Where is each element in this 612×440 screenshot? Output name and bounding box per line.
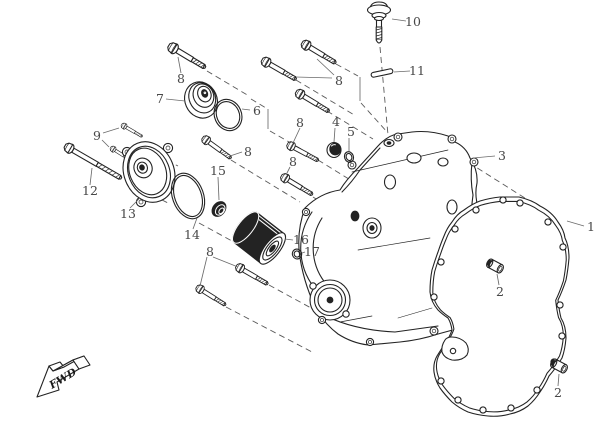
bolt-8-b — [259, 54, 300, 85]
bolt-8-c — [299, 37, 339, 68]
dowel-pin-lower — [550, 358, 568, 374]
pin-11 — [370, 68, 394, 78]
bolt-8-a — [165, 40, 209, 73]
callout-17: 17 — [304, 244, 320, 259]
gasket-bolt-holes — [430, 196, 567, 414]
o-ring-5 — [343, 151, 355, 163]
callout-leader-lines — [89, 18, 585, 387]
callout-11: 11 — [409, 63, 425, 78]
callout-8-d: 8 — [244, 144, 252, 159]
seal-15 — [211, 201, 227, 217]
bolt-8-e — [199, 133, 235, 163]
callout-8-e: 8 — [289, 154, 297, 169]
callout-8-f: 8 — [206, 244, 214, 259]
callout-6: 6 — [253, 103, 261, 118]
oil-filter-16 — [231, 211, 287, 265]
callout-13: 13 — [120, 206, 136, 221]
callout-12: 12 — [82, 183, 98, 198]
callout-4: 4 — [332, 114, 340, 129]
dowel-pin-upper — [486, 258, 504, 274]
callout-labels: 1 2 2 3 4 5 6 7 8 8 8 8 8 8 9 10 11 12 1… — [82, 14, 595, 400]
o-ring-6 — [213, 98, 243, 132]
callout-2-lower: 2 — [554, 385, 562, 400]
bolt-8-i — [193, 282, 229, 310]
bolt-8-h — [233, 261, 271, 289]
callout-2-upper: 2 — [496, 284, 504, 299]
callout-5: 5 — [347, 124, 355, 139]
callout-3: 3 — [498, 148, 506, 163]
callout-7: 7 — [156, 91, 164, 106]
callout-14: 14 — [184, 227, 200, 242]
cover-gasket — [429, 196, 570, 417]
dipstick-10 — [366, 1, 392, 44]
cap-7 — [184, 81, 218, 119]
plug-4 — [326, 141, 342, 159]
callout-8-c: 8 — [296, 115, 304, 130]
bolt-8-g — [278, 171, 316, 199]
callout-8-a: 8 — [177, 71, 185, 86]
callout-16: 16 — [293, 232, 309, 247]
fwd-direction-arrow: FWD — [36, 355, 91, 398]
bolt-8-d — [293, 87, 333, 117]
callout-1: 1 — [587, 219, 595, 234]
callout-9: 9 — [93, 128, 101, 143]
callout-10: 10 — [405, 14, 421, 29]
bolt-9-a — [119, 121, 145, 140]
o-ring-17 — [291, 248, 303, 260]
callout-8-b: 8 — [335, 73, 343, 88]
filter-cover-13 — [121, 141, 176, 208]
o-ring-14 — [170, 172, 206, 220]
callout-15: 15 — [210, 163, 226, 178]
